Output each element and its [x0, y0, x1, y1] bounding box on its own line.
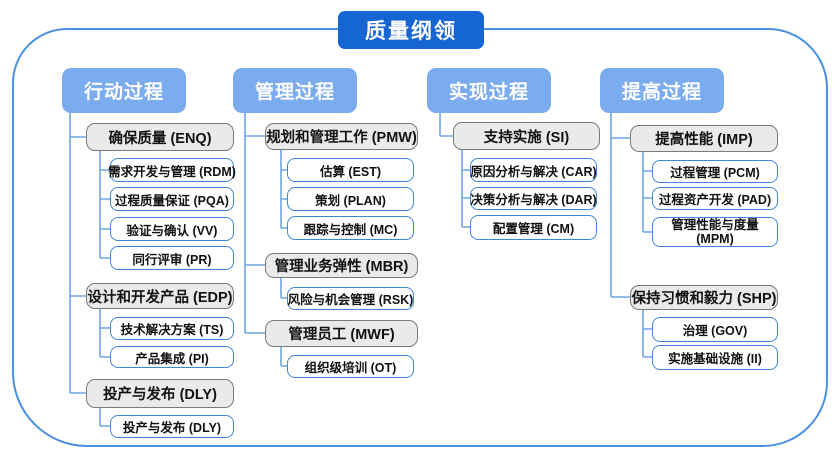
- leaf-est: 估算 (EST): [287, 158, 414, 182]
- leaf-plan: 策划 (PLAN): [287, 187, 414, 211]
- leaf-ot: 组织级培训 (OT): [287, 355, 414, 378]
- diagram-title: 质量纲领: [338, 11, 484, 49]
- leaf-mc: 跟踪与控制 (MC): [287, 216, 414, 240]
- node-si: 支持实施 (SI): [453, 122, 600, 150]
- leaf-ii: 实施基础设施 (II): [652, 345, 778, 370]
- leaf-vv: 验证与确认 (VV): [110, 217, 234, 241]
- header-improvement-process: 提高过程: [600, 68, 724, 113]
- leaf-pad: 过程资产开发 (PAD): [652, 187, 778, 210]
- header-management-process: 管理过程: [233, 68, 357, 113]
- leaf-dar: 决策分析与解决 (DAR): [470, 187, 597, 210]
- leaf-pi: 产品集成 (PI): [110, 346, 234, 368]
- node-dly: 投产与发布 (DLY): [86, 379, 234, 408]
- leaf-rsk: 风险与机会管理 (RSK): [287, 287, 414, 310]
- header-implementation-process: 实现过程: [427, 68, 551, 113]
- leaf-mpm: 管理性能与度量 (MPM): [652, 217, 778, 247]
- leaf-pqa: 过程质量保证 (PQA): [110, 187, 234, 211]
- leaf-gov: 治理 (GOV): [652, 317, 778, 342]
- leaf-pcm: 过程管理 (PCM): [652, 160, 778, 183]
- node-enq: 确保质量 (ENQ): [86, 123, 234, 151]
- leaf-dly: 投产与发布 (DLY): [110, 415, 234, 438]
- node-mwf: 管理员工 (MWF): [265, 320, 418, 347]
- node-pmw: 规划和管理工作 (PMW): [265, 123, 418, 150]
- leaf-rdm: 需求开发与管理 (RDM): [108, 158, 236, 182]
- leaf-car: 原因分析与解决 (CAR): [470, 158, 597, 182]
- leaf-cm: 配置管理 (CM): [470, 215, 597, 240]
- node-edp: 设计和开发产品 (EDP): [86, 283, 234, 309]
- node-shp: 保持习惯和毅力 (SHP): [630, 285, 778, 310]
- leaf-pr: 同行评审 (PR): [110, 246, 234, 270]
- header-action-process: 行动过程: [62, 68, 186, 113]
- leaf-ts: 技术解决方案 (TS): [110, 317, 234, 340]
- node-mbr: 管理业务弹性 (MBR): [265, 253, 418, 278]
- node-imp: 提高性能 (IMP): [630, 125, 778, 152]
